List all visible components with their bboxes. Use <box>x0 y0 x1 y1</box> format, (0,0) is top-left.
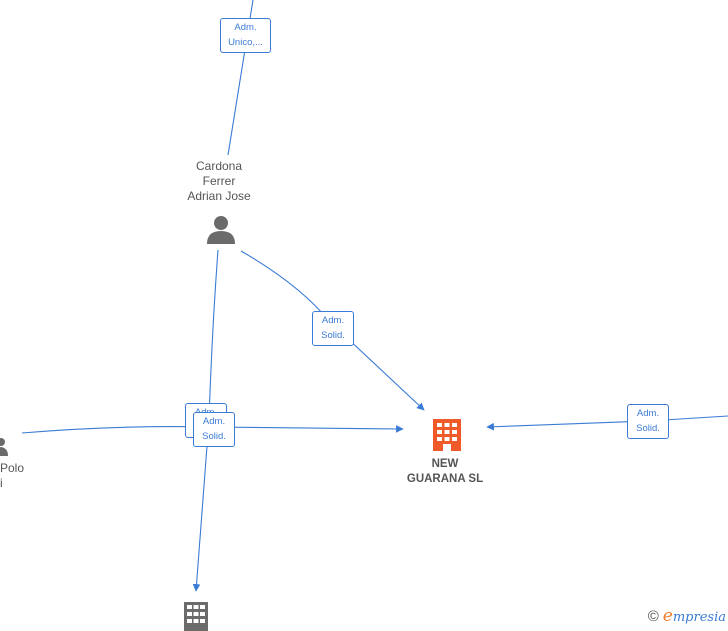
person-icon[interactable] <box>206 214 236 244</box>
person-name-line: Cardona <box>195 159 243 173</box>
edge-right-to-new-guarana <box>486 415 728 431</box>
relation-badge-mid[interactable]: Adm. Solid. <box>312 311 354 346</box>
person-icon-left[interactable] <box>0 438 8 456</box>
person-name-line: Adrian Jose <box>187 189 251 203</box>
relation-detail: Solid. <box>636 423 660 434</box>
relation-role: Adm. <box>234 22 257 33</box>
person-label-left[interactable]: Polo i <box>0 461 24 491</box>
relation-role: Adm. <box>321 315 345 326</box>
person-name-line: i <box>0 476 3 490</box>
company-icon-bottom[interactable] <box>183 601 209 631</box>
company-icon[interactable] <box>432 417 462 451</box>
brand-rest: mpresia <box>672 610 726 625</box>
brand-name: empresia <box>663 606 726 626</box>
relation-role: Adm. <box>636 408 660 419</box>
relation-badge-top[interactable]: Adm. Unico,... <box>220 18 271 53</box>
relation-detail: Solid. <box>202 431 226 442</box>
relation-detail: Unico,... <box>228 37 263 48</box>
relation-role: Adm. <box>202 416 226 427</box>
company-name-line: GUARANA SL <box>406 473 484 485</box>
person-label-cardona[interactable]: Cardona Ferrer Adrian Jose <box>168 159 270 204</box>
brand-initial: e <box>662 606 673 626</box>
person-name-line: Polo <box>0 461 25 475</box>
copyright-icon: © <box>647 607 659 625</box>
company-name-line: NEW <box>431 458 459 470</box>
person-name-line: Ferrer <box>202 174 236 188</box>
brand-watermark: © empresia <box>648 606 726 626</box>
company-label-new-guarana[interactable]: NEW GUARANA SL <box>395 457 495 487</box>
relation-badge-stack-front[interactable]: Adm. Solid. <box>193 412 235 447</box>
relation-detail: Solid. <box>321 330 345 341</box>
relation-badge-right[interactable]: Adm. Solid. <box>627 404 669 439</box>
